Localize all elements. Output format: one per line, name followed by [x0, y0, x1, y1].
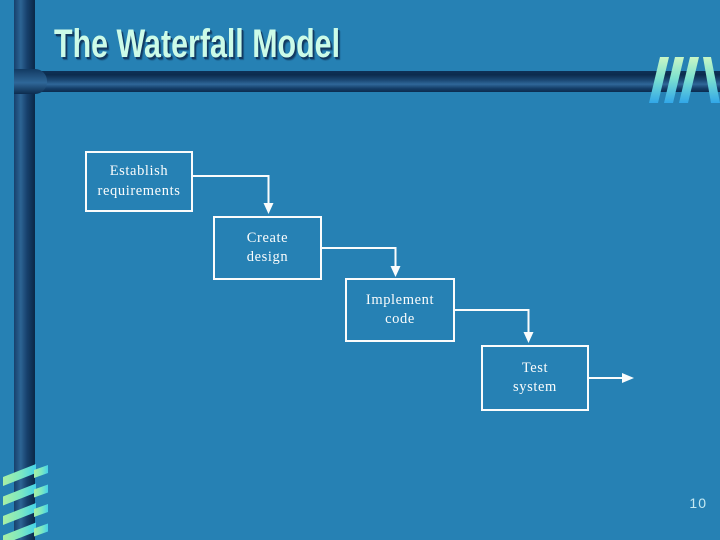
ribbon-stripes-icon	[3, 464, 48, 540]
flow-box-test-system: Test system	[481, 345, 589, 411]
slide-title: The Waterfall Model	[54, 22, 341, 66]
left-pipe-border	[14, 0, 35, 540]
flow-box-implement-code: Implement code	[345, 278, 455, 342]
flow-box-label-line: Establish	[109, 163, 169, 180]
triple-slash-icon	[649, 57, 720, 103]
title-underline-pipe	[30, 71, 720, 92]
arrowhead-down-icon	[263, 203, 274, 214]
flow-box-label-line: code	[385, 311, 415, 327]
flow-box-label-line: Create	[246, 229, 289, 246]
flow-box-establish-requirements: Establish requirements	[85, 151, 193, 212]
flow-box-label-line: requirements	[97, 182, 181, 199]
flow-box-label-line: system	[513, 379, 557, 395]
connector-arrow-1	[193, 175, 270, 204]
flow-box-label-line: design	[246, 249, 289, 265]
arrowhead-down-icon	[523, 332, 534, 343]
flow-box-create-design: Create design	[213, 216, 322, 280]
flow-box-label-line: Implement	[365, 291, 435, 308]
connector-arrow-2	[322, 247, 397, 267]
arrowhead-right-icon	[622, 373, 634, 383]
flow-box-label-line: Test	[521, 359, 549, 376]
pipe-elbow-junction	[14, 69, 47, 94]
connector-arrow-3	[455, 309, 530, 333]
page-number: 10	[689, 495, 707, 511]
arrowhead-down-icon	[390, 266, 401, 277]
